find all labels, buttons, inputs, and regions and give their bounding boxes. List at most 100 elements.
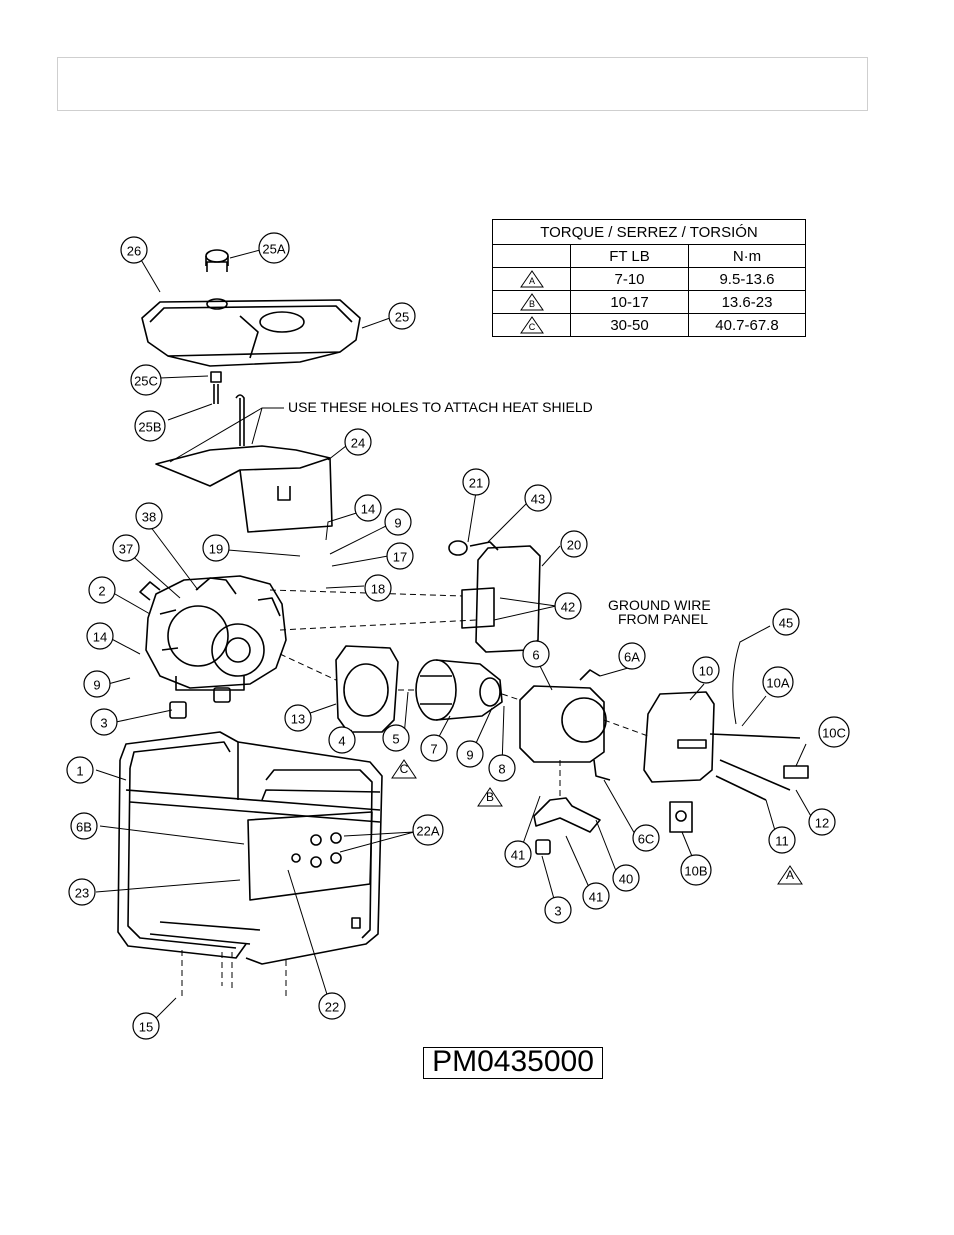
callout-17: 17 [386,542,414,570]
torque-row-ftlb: 7-10 [570,267,689,291]
callout-22: 22 [318,992,346,1020]
callout-label: 43 [531,492,545,507]
callout-label: 38 [142,510,156,525]
callout-18: 18 [364,574,392,602]
callout-label: 9 [394,516,401,531]
callout-label: 22A [416,824,439,839]
ground-wire-note-line2: FROM PANEL [618,611,708,627]
callout-label: 12 [815,816,829,831]
callout-label: 25 [395,310,409,325]
callout-14: 14 [354,494,382,522]
callout-7: 7 [420,734,448,762]
callout-label: 25C [134,374,158,389]
callout-23: 23 [68,878,96,906]
callout-label: 21 [469,476,483,491]
heat-shield-drawing [155,445,333,533]
fan-housing-drawing [335,645,399,733]
callout-label: 6B [76,820,92,835]
muffler-drawing [448,540,541,653]
torque-table: TORQUE / SERREZ / TORSIÓN FT LB N·m A 7-… [492,219,806,337]
engine-drawing [139,575,287,719]
torque-row-nm: 13.6-23 [688,290,806,314]
callout-45: 45 [772,608,800,636]
callout-label: 9 [93,678,100,693]
callout-4: 4 [328,726,356,754]
callout-5: 5 [382,724,410,752]
torque-row-ftlb: 10-17 [570,290,689,314]
callout-label: 6A [624,650,640,665]
callout-label: 23 [75,886,89,901]
callout-label: 14 [361,502,375,517]
callout-label: 17 [393,550,407,565]
callout-label: 37 [119,542,133,557]
callout-label: 11 [775,834,789,849]
callout-14: 14 [86,622,114,650]
callout-label: 13 [291,712,305,727]
callout-label: 40 [619,872,633,887]
callout-11: 11 [768,826,796,854]
callout-12: 12 [808,808,836,836]
model-number-box: PM0435000 [423,1047,603,1079]
callout-13: 13 [284,704,312,732]
torque-table-title: TORQUE / SERREZ / TORSIÓN [492,219,806,245]
stator-drawing [519,669,611,781]
callout-25B: 25B [134,410,166,442]
callout-label: 5 [392,732,399,747]
outlet-10b-drawing [669,801,693,833]
fuel-tank-drawing [141,249,361,367]
callout-label: 3 [554,904,561,919]
svg-text:B: B [528,299,534,309]
callout-6B: 6B [70,812,98,840]
callout-label: 25B [138,420,161,435]
callout-37: 37 [112,534,140,562]
callout-10B: 10B [680,854,712,886]
torque-row-ftlb: 30-50 [570,313,689,337]
torque-header-nm: N·m [688,244,806,268]
callout-42: 42 [554,592,582,620]
torque-row-mark: C [492,313,571,337]
callout-25C: 25C [130,364,162,396]
callout-label: 10B [684,864,707,879]
callout-label: 25A [262,242,285,257]
callout-label: 26 [127,244,141,259]
fuel-valve-drawing [210,371,245,446]
model-number: PM0435000 [432,1045,594,1078]
callout-24: 24 [344,428,372,456]
callout-label: 3 [100,716,107,731]
callout-label: 15 [139,1020,153,1035]
callout-label: 2 [98,584,105,599]
callout-label: 7 [430,742,437,757]
svg-text:A: A [528,276,534,286]
callout-label: 41 [589,890,603,905]
callout-26: 26 [120,236,148,264]
heat-shield-note: USE THESE HOLES TO ATTACH HEAT SHIELD [288,399,593,415]
end-cover-drawing [643,691,801,801]
torque-row-nm: 9.5-13.6 [688,267,806,291]
callout-38: 38 [135,502,163,530]
callout-41: 41 [582,882,610,910]
torque-row-nm: 40.7-67.8 [688,313,806,337]
callout-40: 40 [612,864,640,892]
callout-41: 41 [504,840,532,868]
callout-3: 3 [90,708,118,736]
callout-20: 20 [560,530,588,558]
callout-8: 8 [488,754,516,782]
torque-header-ftlb: FT LB [570,244,689,268]
callout-1: 1 [66,756,94,784]
callout-2: 2 [88,576,116,604]
torque-header-blank [492,244,571,268]
callout-6C: 6C [632,824,660,852]
callout-6: 6 [522,640,550,668]
callout-9: 9 [83,670,111,698]
callout-label: 42 [561,600,575,615]
callout-label: 45 [779,616,793,631]
triangle-b-icon: B [519,293,544,311]
callout-10C: 10C [818,716,850,748]
callout-10A: 10A [762,666,794,698]
torque-row-mark: A [492,267,571,291]
callout-label: 14 [93,630,107,645]
torque-mark-b: B [486,790,494,804]
callout-label: 1 [76,764,83,779]
callout-label: 22 [325,1000,339,1015]
